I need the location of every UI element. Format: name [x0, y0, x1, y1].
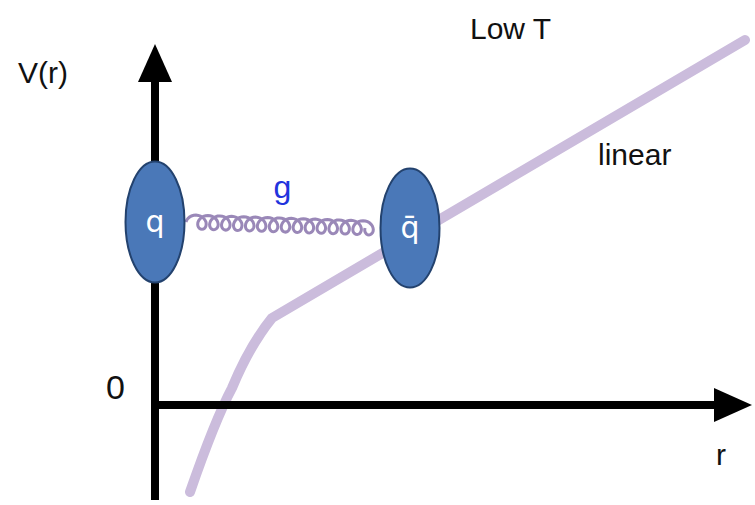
- axis-label: 0: [106, 370, 125, 404]
- axis-label: r: [716, 440, 726, 470]
- axis-label: V(r): [18, 58, 68, 88]
- particle-symbol: q: [145, 207, 164, 237]
- axis-label: Low T: [470, 14, 551, 44]
- x-axis-arrowhead: [714, 388, 752, 422]
- gluon-spring: [186, 215, 373, 235]
- axis-label: linear: [598, 140, 671, 170]
- gluon-label: g: [274, 171, 292, 203]
- ellipse-outline: [126, 162, 185, 283]
- x-axis: [151, 401, 718, 409]
- antiquark-ellipse: q̄: [379, 167, 441, 289]
- quark-ellipse: q: [124, 160, 186, 284]
- potential-curve: [190, 40, 745, 492]
- particle-symbol: q̄: [400, 213, 419, 243]
- ellipse-outline: [381, 169, 440, 288]
- y-axis: [151, 78, 159, 500]
- y-axis-arrowhead: [138, 44, 172, 82]
